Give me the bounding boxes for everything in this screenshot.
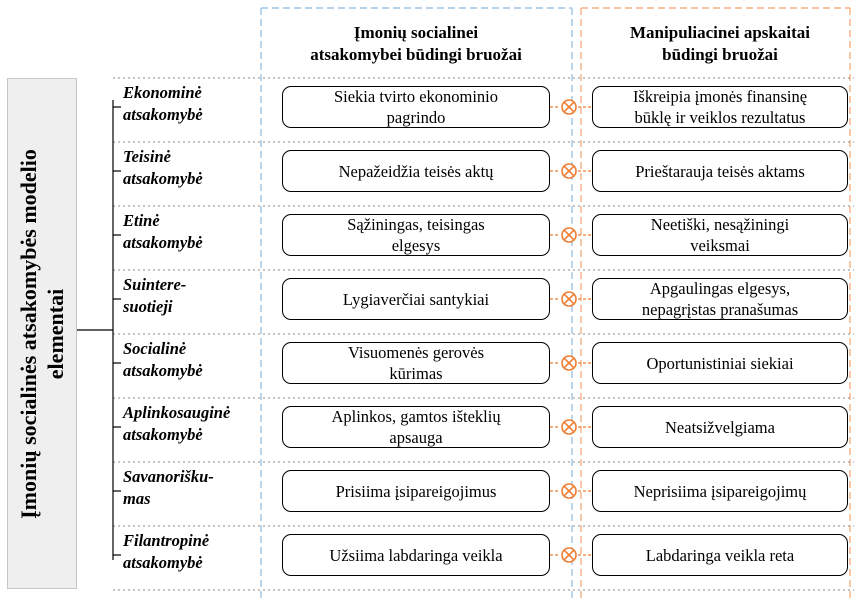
diagram-row: Teisinė atsakomybė Nepažeidžia teisės aktų…: [0, 142, 857, 202]
row-label: Teisinė atsakomybė: [123, 146, 263, 190]
csr-trait-text: pagrindo: [386, 108, 446, 127]
row-label-line: atsakomybė: [123, 425, 203, 444]
right-column-title-line: Manipuliacinei apskaitai: [630, 23, 810, 42]
manipulative-trait-text: Neatsižvelgiama: [665, 417, 775, 437]
row-label-line: Socialinė: [123, 339, 187, 358]
row-label-line: atsakomybė: [123, 553, 203, 572]
manipulative-trait-text: Labdaringa veikla reta: [645, 545, 795, 565]
manipulative-trait-text: nepagrįstas pranašumas: [641, 300, 799, 319]
csr-trait-text: Aplinkos, gamtos išteklių: [331, 407, 501, 426]
right-column-title-line: būdingi bruožai: [662, 45, 778, 64]
row-label-line: Etinė: [123, 211, 160, 230]
row-label: Filantropinė atsakomybė: [123, 530, 263, 574]
row-label: Ekonominė atsakomybė: [123, 82, 263, 126]
circled-times-icon: [561, 227, 577, 243]
left-column-title-line: Įmonių socialinei: [353, 23, 479, 42]
csr-trait-text: Nepažeidžia teisės aktų: [338, 161, 494, 181]
csr-trait-text: apsauga: [389, 428, 443, 447]
csr-trait-box: Visuomenės gerovės kūrimas: [282, 342, 550, 384]
manipulative-trait-text: Iškreipia įmonės finansinę: [632, 87, 808, 106]
manipulative-trait-box: Neatsižvelgiama: [592, 406, 848, 448]
row-label-line: atsakomybė: [123, 105, 203, 124]
left-column-title: Įmonių socialinei atsakomybei būdingi br…: [268, 22, 564, 66]
circled-times-icon: [561, 483, 577, 499]
row-label-line: mas: [123, 489, 151, 508]
csr-trait-text: Visuomenės gerovės: [347, 343, 485, 362]
csr-trait-text: Užsiima labdaringa veikla: [329, 545, 503, 565]
row-label-line: Teisinė: [123, 147, 171, 166]
manipulative-trait-text: Oportunistiniai siekiai: [646, 353, 794, 373]
csr-trait-box: Lygiaverčiai santykiai: [282, 278, 550, 320]
circled-times-icon: [561, 355, 577, 371]
manipulative-trait-box: Apgaulingas elgesys, nepagrįstas pranašum…: [592, 278, 848, 320]
right-column-title: Manipuliacinei apskaitai būdingi bruožai: [586, 22, 854, 66]
manipulative-trait-text: veiksmai: [690, 236, 750, 255]
row-label-line: atsakomybė: [123, 169, 203, 188]
csr-trait-box: Aplinkos, gamtos išteklių apsauga: [282, 406, 550, 448]
side-title-box: Įmonių socialinės atsakomybės modelio el…: [7, 78, 77, 589]
row-label: Aplinkosauginė atsakomybė: [123, 402, 263, 446]
row-label-line: Aplinkosauginė: [123, 403, 231, 422]
manipulative-trait-box: Neetiški, nesąžiningi veiksmai: [592, 214, 848, 256]
row-label: Etinė atsakomybė: [123, 210, 263, 254]
manipulative-trait-text: būklę ir veiklos rezultatus: [634, 108, 806, 127]
circled-times-icon: [561, 99, 577, 115]
manipulative-trait-text: Neetiški, nesąžiningi: [650, 215, 790, 234]
manipulative-trait-box: Iškreipia įmonės finansinę būklę ir veikl…: [592, 86, 848, 128]
manipulative-trait-text: Prieštarauja teisės aktams: [635, 161, 805, 181]
row-label: Savanorišku-mas: [123, 466, 263, 510]
row-label-line: atsakomybė: [123, 361, 203, 380]
diagram-row: Ekonominė atsakomybė Siekia tvirto ekonomi…: [0, 78, 857, 138]
circled-times-icon: [561, 291, 577, 307]
row-label-line: Savanorišku-: [123, 467, 214, 486]
csr-trait-box: Užsiima labdaringa veikla: [282, 534, 550, 576]
csr-trait-text: Prisiima įsipareigojimus: [335, 481, 497, 501]
csr-trait-text: Siekia tvirto ekonominio: [333, 87, 499, 106]
circled-times-icon: [561, 547, 577, 563]
csr-trait-text: elgesys: [391, 236, 441, 255]
csr-trait-text: kūrimas: [389, 364, 443, 383]
csr-trait-box: Prisiima įsipareigojimus: [282, 470, 550, 512]
row-label-line: atsakomybė: [123, 233, 203, 252]
csr-trait-box: Sąžiningas, teisingas elgesys: [282, 214, 550, 256]
manipulative-trait-box: Oportunistiniai siekiai: [592, 342, 848, 384]
csr-trait-text: Sąžiningas, teisingas: [347, 215, 485, 234]
left-column-title-line: atsakomybei būdingi bruožai: [310, 45, 522, 64]
csr-trait-text: Lygiaverčiai santykiai: [342, 289, 490, 309]
manipulative-trait-text: Apgaulingas elgesys,: [649, 279, 791, 298]
row-label: Suintere-suotieji: [123, 274, 263, 318]
circled-times-icon: [561, 163, 577, 179]
row-label-line: Suintere-: [123, 275, 187, 294]
diagram-row: Socialinė atsakomybė Visuomenės gerovės kūr…: [0, 334, 857, 394]
row-label-line: Ekonominė: [123, 83, 202, 102]
manipulative-trait-box: Labdaringa veikla reta: [592, 534, 848, 576]
manipulative-trait-box: Neprisiima įsipareigojimų: [592, 470, 848, 512]
diagram-row: Aplinkosauginė atsakomybė Aplinkos, gamtos…: [0, 398, 857, 458]
row-label-line: suotieji: [123, 297, 173, 316]
csr-trait-box: Nepažeidžia teisės aktų: [282, 150, 550, 192]
row-label: Socialinė atsakomybė: [123, 338, 263, 382]
diagram-row: Suintere-suotieji Lygiaverčiai santykiai A…: [0, 270, 857, 330]
diagram-row: Etinė atsakomybė Sąžiningas, teisingas elge…: [0, 206, 857, 266]
manipulative-trait-text: Neprisiima įsipareigojimų: [633, 481, 807, 501]
diagram-row: Filantropinė atsakomybė Užsiima labdaringa…: [0, 526, 857, 586]
row-label-line: Filantropinė: [123, 531, 210, 550]
csr-trait-box: Siekia tvirto ekonominio pagrindo: [282, 86, 550, 128]
diagram-row: Savanorišku-mas Prisiima įsipareigojimus N…: [0, 462, 857, 522]
circled-times-icon: [561, 419, 577, 435]
manipulative-trait-box: Prieštarauja teisės aktams: [592, 150, 848, 192]
